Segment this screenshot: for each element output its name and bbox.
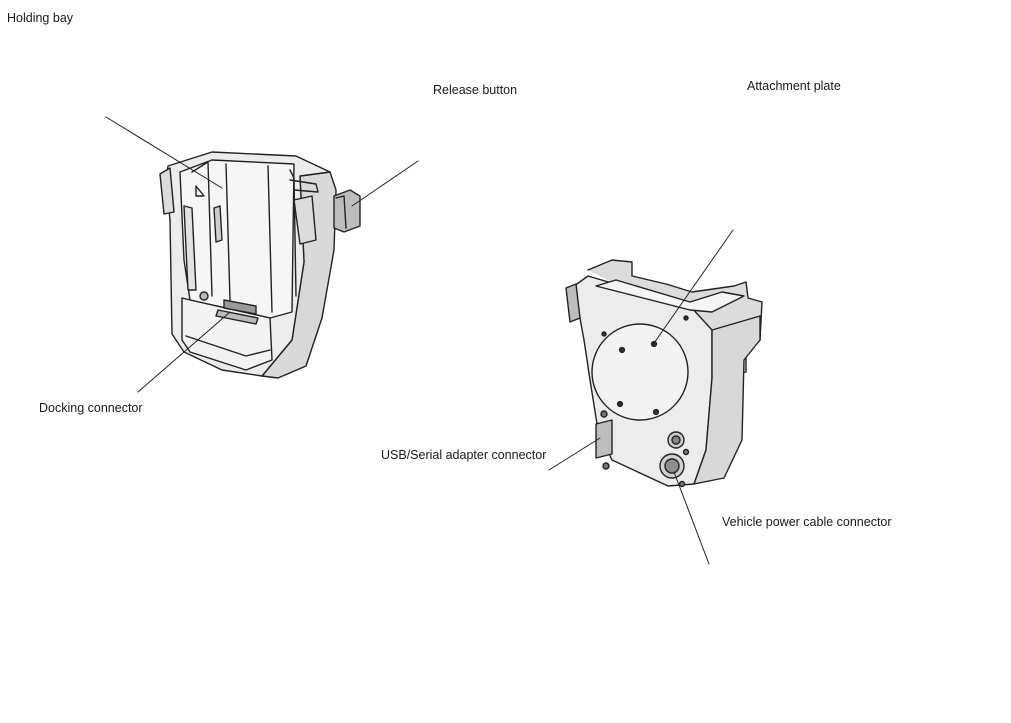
leader-line-attachment-plate xyxy=(651,229,734,347)
release-button-label: Release button xyxy=(433,83,518,97)
leader-line-holding-bay xyxy=(105,116,223,189)
leader-line-usb-serial xyxy=(548,437,601,471)
attachment-plate-label: Attachment plate xyxy=(747,79,841,93)
front-cradle xyxy=(159,151,361,379)
rear-cradle xyxy=(565,259,763,488)
usb-serial-adapter-connector-label: USB/Serial adapter connector xyxy=(381,448,547,462)
holding-bay-label: Holding bay xyxy=(7,11,74,25)
docking-connector-label: Docking connector xyxy=(39,401,143,415)
leader-line-vehicle-power xyxy=(673,471,710,565)
leader-line-release-button xyxy=(351,160,419,207)
vehicle-power-cable-connector-label: Vehicle power cable connector xyxy=(722,515,892,529)
leader-lines xyxy=(105,116,734,565)
leader-line-docking-connector xyxy=(137,311,231,393)
